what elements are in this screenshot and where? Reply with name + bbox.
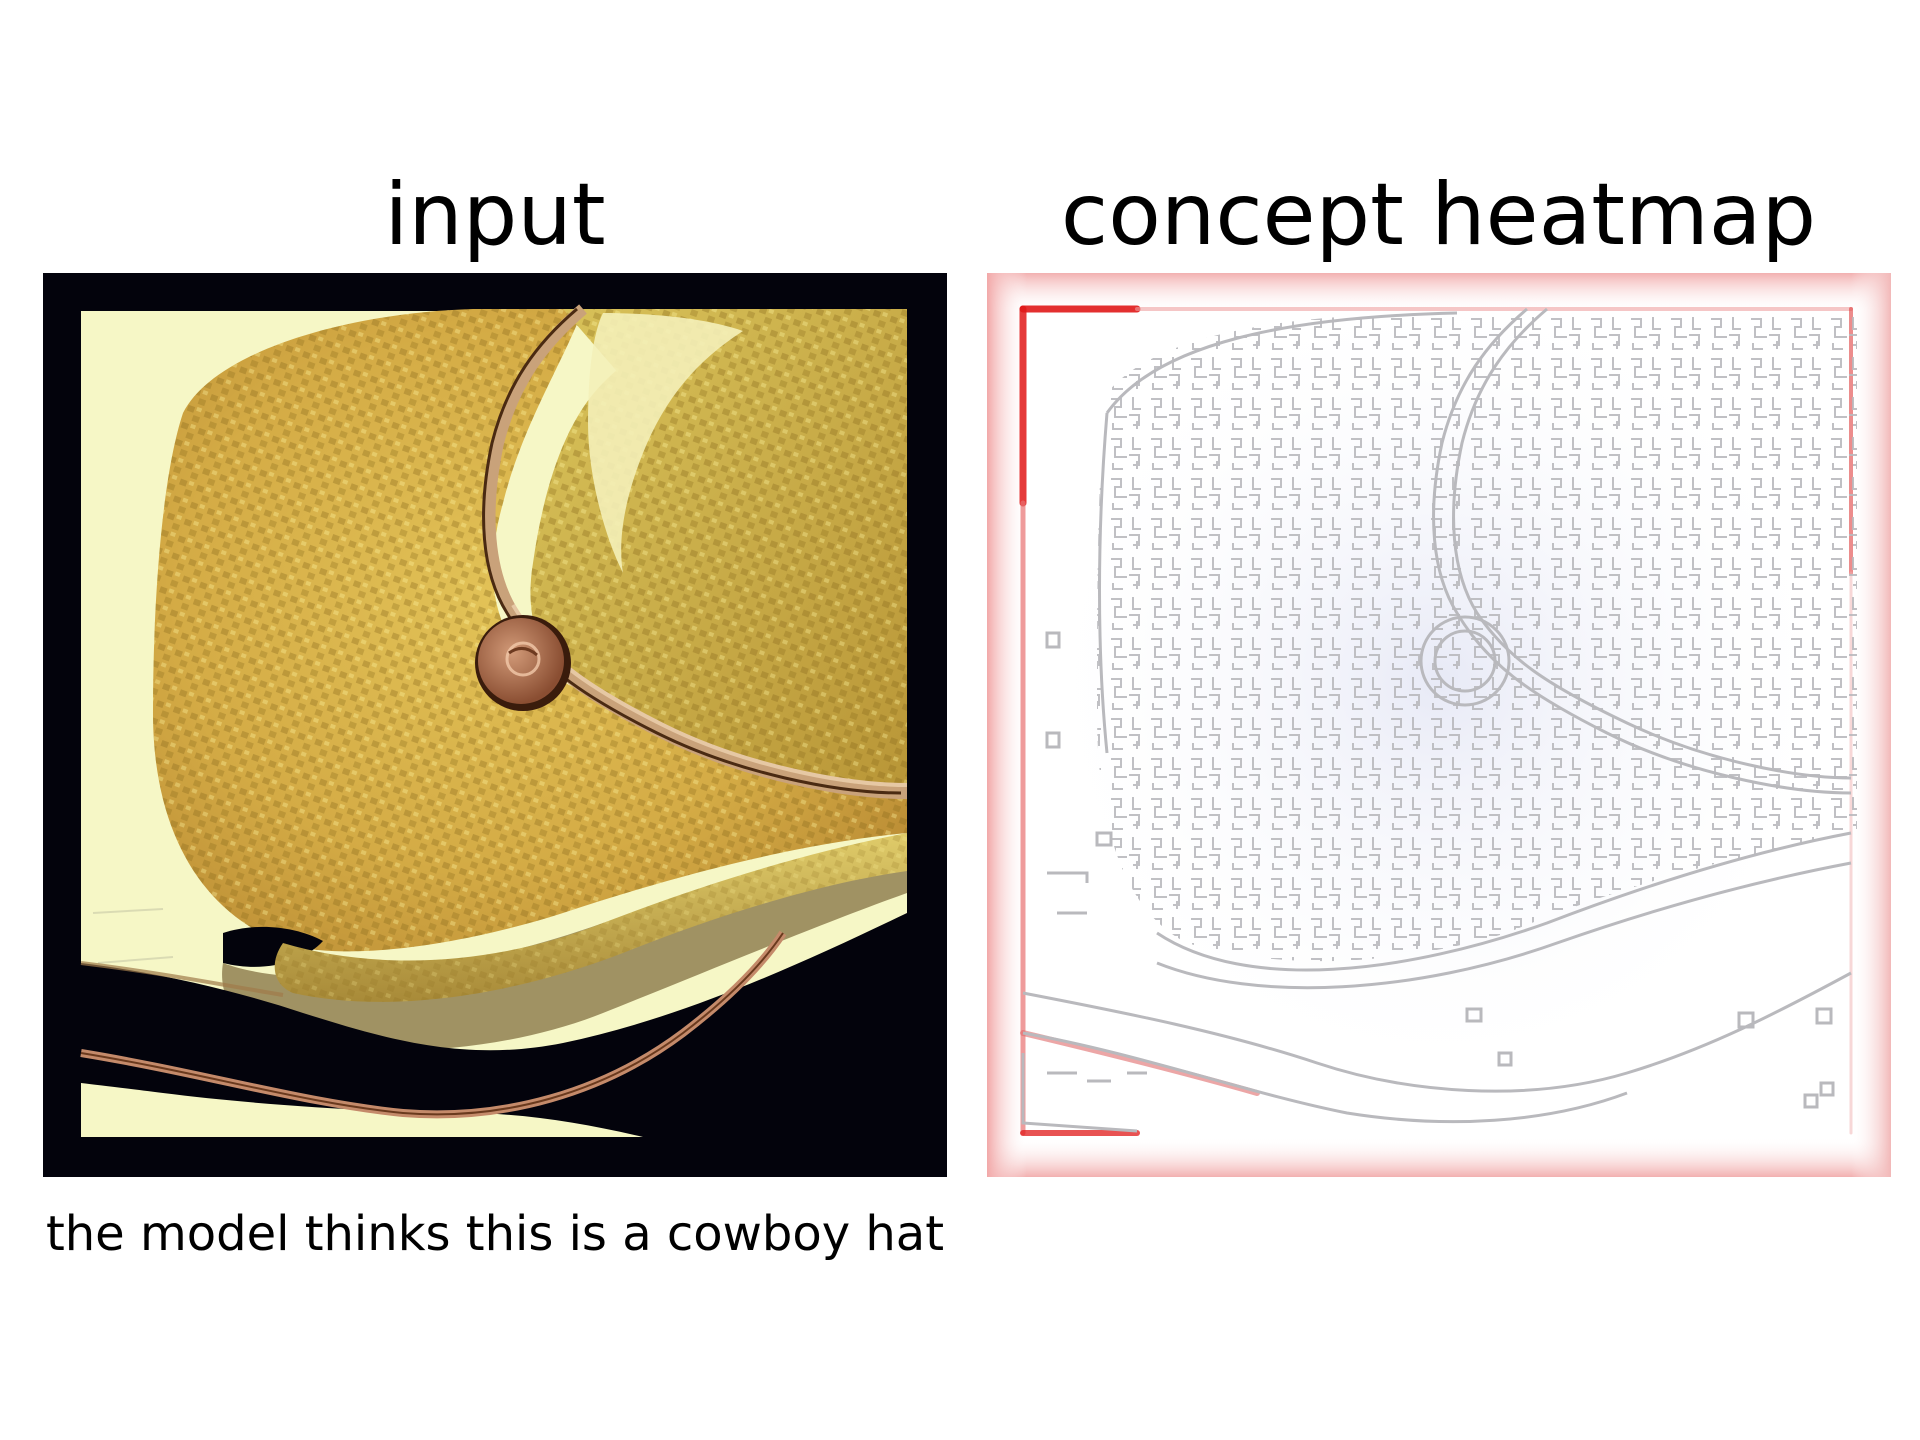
input-image <box>43 273 947 1177</box>
concept-heatmap <box>987 273 1891 1177</box>
heatmap-panel-title: concept heatmap <box>1060 165 1817 265</box>
prediction-caption: the model thinks this is a cowboy hat <box>45 1206 945 1262</box>
input-panel-title: input <box>384 165 606 265</box>
